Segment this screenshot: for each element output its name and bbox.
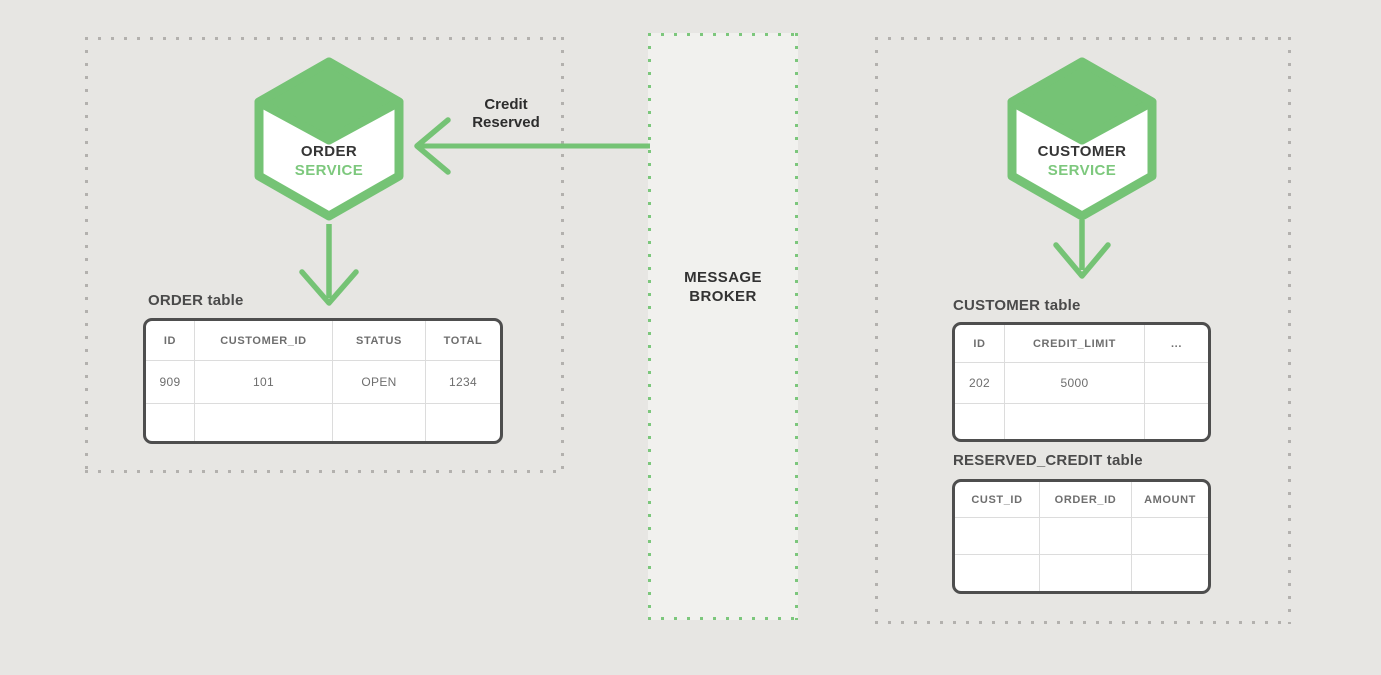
table-cell (955, 404, 1005, 439)
message-broker-label: MESSAGE BROKER (684, 269, 762, 305)
credit-reserved-label: Credit Reserved (472, 96, 540, 131)
table-header-cell: CREDIT_LIMIT (1005, 325, 1145, 363)
customer-table: ID CREDIT_LIMIT ... 202 5000 (952, 322, 1211, 442)
hexagon-service-icon (1007, 57, 1157, 221)
table-cell (1040, 518, 1132, 555)
table-cell: 1234 (426, 361, 500, 404)
customer-service-title: CUSTOMER SERVICE (1006, 142, 1158, 180)
table-cell (1132, 555, 1208, 591)
customer-service-node: CUSTOMER SERVICE (1006, 54, 1158, 222)
table-cell (426, 404, 500, 441)
table-header-cell: CUSTOMER_ID (195, 321, 333, 361)
credit-reserved-arrow-icon (414, 117, 650, 175)
table-header-cell: TOTAL (426, 321, 500, 361)
table-cell (333, 404, 426, 441)
message-broker-box: MESSAGE BROKER (648, 33, 798, 620)
customer-table-label: CUSTOMER table (953, 297, 1081, 314)
service-name: CUSTOMER (1037, 143, 1127, 160)
table-cell (195, 404, 333, 441)
order-service-title: ORDER SERVICE (253, 142, 405, 180)
order-db-arrow-icon (299, 224, 359, 306)
table-cell: 5000 (1005, 363, 1145, 404)
table-cell: OPEN (333, 361, 426, 404)
table-cell (1005, 404, 1145, 439)
table-cell (1145, 363, 1208, 404)
table-header-cell: STATUS (333, 321, 426, 361)
table-cell (1145, 404, 1208, 439)
table-header-cell: ORDER_ID (1040, 482, 1132, 518)
order-table: ID CUSTOMER_ID STATUS TOTAL 909 101 OPEN… (143, 318, 503, 444)
service-type: SERVICE (1047, 162, 1117, 179)
reserved-credit-table-label: RESERVED_CREDIT table (953, 452, 1143, 469)
table-cell (146, 404, 195, 441)
table-cell: 909 (146, 361, 195, 404)
table-cell (955, 518, 1040, 555)
table-cell: 101 (195, 361, 333, 404)
service-type: SERVICE (294, 162, 364, 179)
table-header-cell: ID (955, 325, 1005, 363)
reserved-credit-table: CUST_ID ORDER_ID AMOUNT (952, 479, 1211, 594)
table-header-cell: ... (1145, 325, 1208, 363)
customer-db-arrow-icon (1053, 220, 1111, 279)
table-cell (955, 555, 1040, 591)
service-name: ORDER (300, 143, 358, 160)
order-service-node: ORDER SERVICE (253, 54, 405, 222)
table-header-cell: CUST_ID (955, 482, 1040, 518)
table-cell (1040, 555, 1132, 591)
table-header-cell: AMOUNT (1132, 482, 1208, 518)
table-cell: 202 (955, 363, 1005, 404)
table-header-cell: ID (146, 321, 195, 361)
hexagon-service-icon (254, 57, 404, 221)
table-cell (1132, 518, 1208, 555)
order-table-label: ORDER table (148, 292, 244, 309)
